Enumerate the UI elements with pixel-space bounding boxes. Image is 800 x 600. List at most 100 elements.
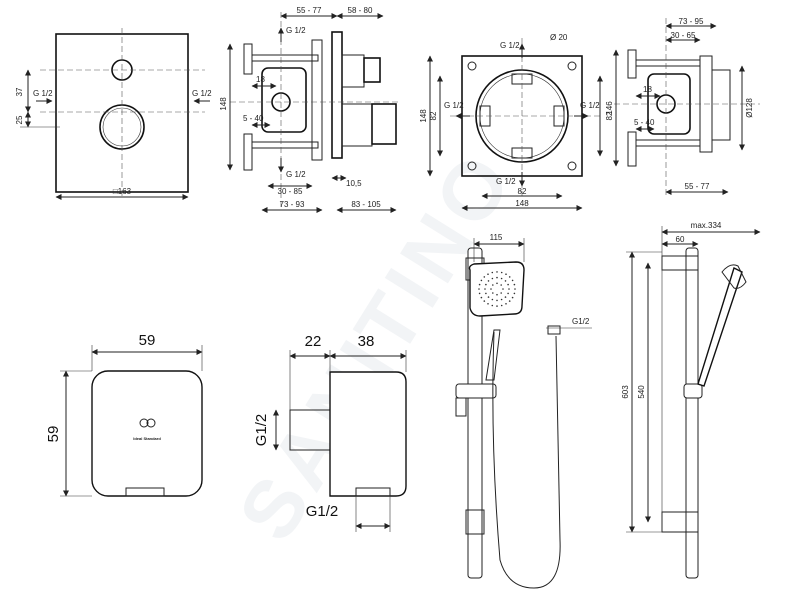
nozzle-dot [484, 288, 486, 290]
nozzle-dot [507, 283, 509, 286]
dim-163: □163 [113, 187, 132, 196]
nozzle-dot [487, 303, 489, 305]
side-section-view: 55 - 77 58 - 80 G 1/2 18 148 5 - 40 G 1/… [219, 6, 400, 213]
nozzle-dot [483, 276, 486, 278]
dim-body-148-left: 148 [419, 109, 428, 123]
nozzle-dot [502, 288, 504, 290]
lower-cartridge [341, 103, 373, 147]
nozzle-dot [511, 279, 514, 282]
nozzle-dot [485, 283, 487, 286]
dim-146: 146 [605, 101, 614, 115]
side-pipe-top [635, 59, 701, 67]
nozzle-dot [478, 283, 481, 286]
nozzle-dot [478, 288, 480, 290]
rail-side-view: max.334 60 603 540 [621, 221, 761, 579]
nozzle-dot [500, 271, 503, 274]
dim-73-93: 73 - 93 [280, 200, 305, 209]
hose-thread: G1/2 [572, 317, 590, 326]
dim-55-77: 55 - 77 [297, 6, 322, 15]
pipe-bottom [251, 141, 319, 149]
outlet-nipple [125, 487, 165, 497]
g-right: G 1/2 [192, 89, 212, 98]
nozzle-dot [511, 296, 514, 299]
nozzle-dot [492, 292, 494, 294]
side-slider [683, 383, 703, 399]
side-dim-55-77: 55 - 77 [685, 182, 710, 191]
dim-30-65: 30 - 65 [671, 31, 696, 40]
side-dim-5-40: 5 - 40 [634, 118, 655, 127]
nozzle-dot [478, 292, 481, 295]
nozzle-dot [496, 282, 498, 285]
outlet-g-top: G1/2 [253, 414, 270, 447]
side-bracket-bottom [627, 131, 637, 167]
slider [455, 383, 497, 399]
nozzle-dot [496, 271, 498, 273]
dim-30-85: 30 - 85 [278, 187, 303, 196]
dim-body-82-bottom: 82 [518, 187, 527, 196]
dim-5-40: 5 - 40 [243, 114, 264, 123]
dim-60: 60 [676, 235, 685, 244]
nozzle-dot [496, 276, 498, 279]
nozzle-dot [491, 277, 494, 280]
outlet-g-bottom: G1/2 [306, 503, 339, 520]
g-top: G 1/2 [286, 26, 306, 35]
nozzle-dot [500, 277, 503, 280]
nozzle-dot [480, 296, 483, 299]
side-bracket-top [627, 49, 637, 79]
side-shower-face [721, 264, 747, 289]
nozzle-dot [513, 283, 516, 286]
nozzle-dot [505, 303, 507, 305]
dim-73-95: 73 - 95 [679, 17, 704, 26]
pipe-top [251, 54, 319, 62]
nozzle-dot [505, 273, 507, 276]
nozzle-dot [480, 279, 483, 282]
nozzle-dot [507, 292, 509, 295]
side-dim-18: 18 [643, 85, 652, 94]
dim-body-82-right: 82 [605, 111, 614, 120]
dim-body-82-left: 82 [429, 111, 438, 120]
upper-knob [363, 57, 381, 83]
dim-83-105: 83 - 105 [351, 200, 381, 209]
nozzle-dot [500, 304, 503, 307]
outlet-side-view: 22 38 G1/2 G1/2 [253, 333, 407, 532]
dim-115: 115 [490, 233, 503, 242]
nozzle-dot [483, 300, 486, 302]
nozzle-dot [504, 280, 507, 282]
hose-nut [547, 325, 561, 335]
outlet-body-side [329, 371, 407, 497]
dim-18: 18 [256, 75, 265, 84]
cover-section [331, 31, 343, 159]
nozzle-dot [496, 305, 498, 307]
body-g-left: G 1/2 [444, 101, 464, 110]
mount-hole-tl [467, 61, 477, 71]
nozzle-dot [491, 298, 494, 301]
front-view: 37 25 G 1/2 G 1/2 □163 [15, 28, 212, 200]
upper-cartridge [341, 54, 365, 88]
mount-hole-br [567, 161, 577, 171]
body-g-bottom: G 1/2 [496, 177, 516, 186]
valve-body [261, 67, 307, 133]
outlet-side-nipple [355, 487, 391, 497]
shower-set-view: 115 G1/2 [455, 233, 592, 589]
side-rail-bar [685, 247, 699, 579]
slide-rail [467, 247, 483, 579]
body-flange [311, 39, 323, 161]
dim-22: 22 [305, 333, 322, 350]
brand-logo-text: Ideal Standard [133, 436, 161, 441]
nozzle-dot [487, 296, 490, 298]
dim-58-80: 58 - 80 [348, 6, 373, 15]
dia-20: Ø 20 [550, 33, 568, 42]
nozzle-dot [508, 276, 511, 278]
dim-max: max.334 [691, 221, 722, 230]
nozzle-dot [487, 273, 489, 276]
rail-bottom-bracket [465, 509, 485, 535]
dim-25: 25 [15, 115, 24, 124]
nozzle-dot [485, 292, 487, 295]
dim-540: 540 [637, 385, 646, 399]
nozzle-dot [513, 292, 516, 295]
dia-128: Ø128 [745, 98, 754, 118]
dim-body-148-bottom: 148 [515, 199, 529, 208]
g-bottom: G 1/2 [286, 170, 306, 179]
nozzle-grid [478, 271, 516, 307]
mount-hole-tr [567, 61, 577, 71]
